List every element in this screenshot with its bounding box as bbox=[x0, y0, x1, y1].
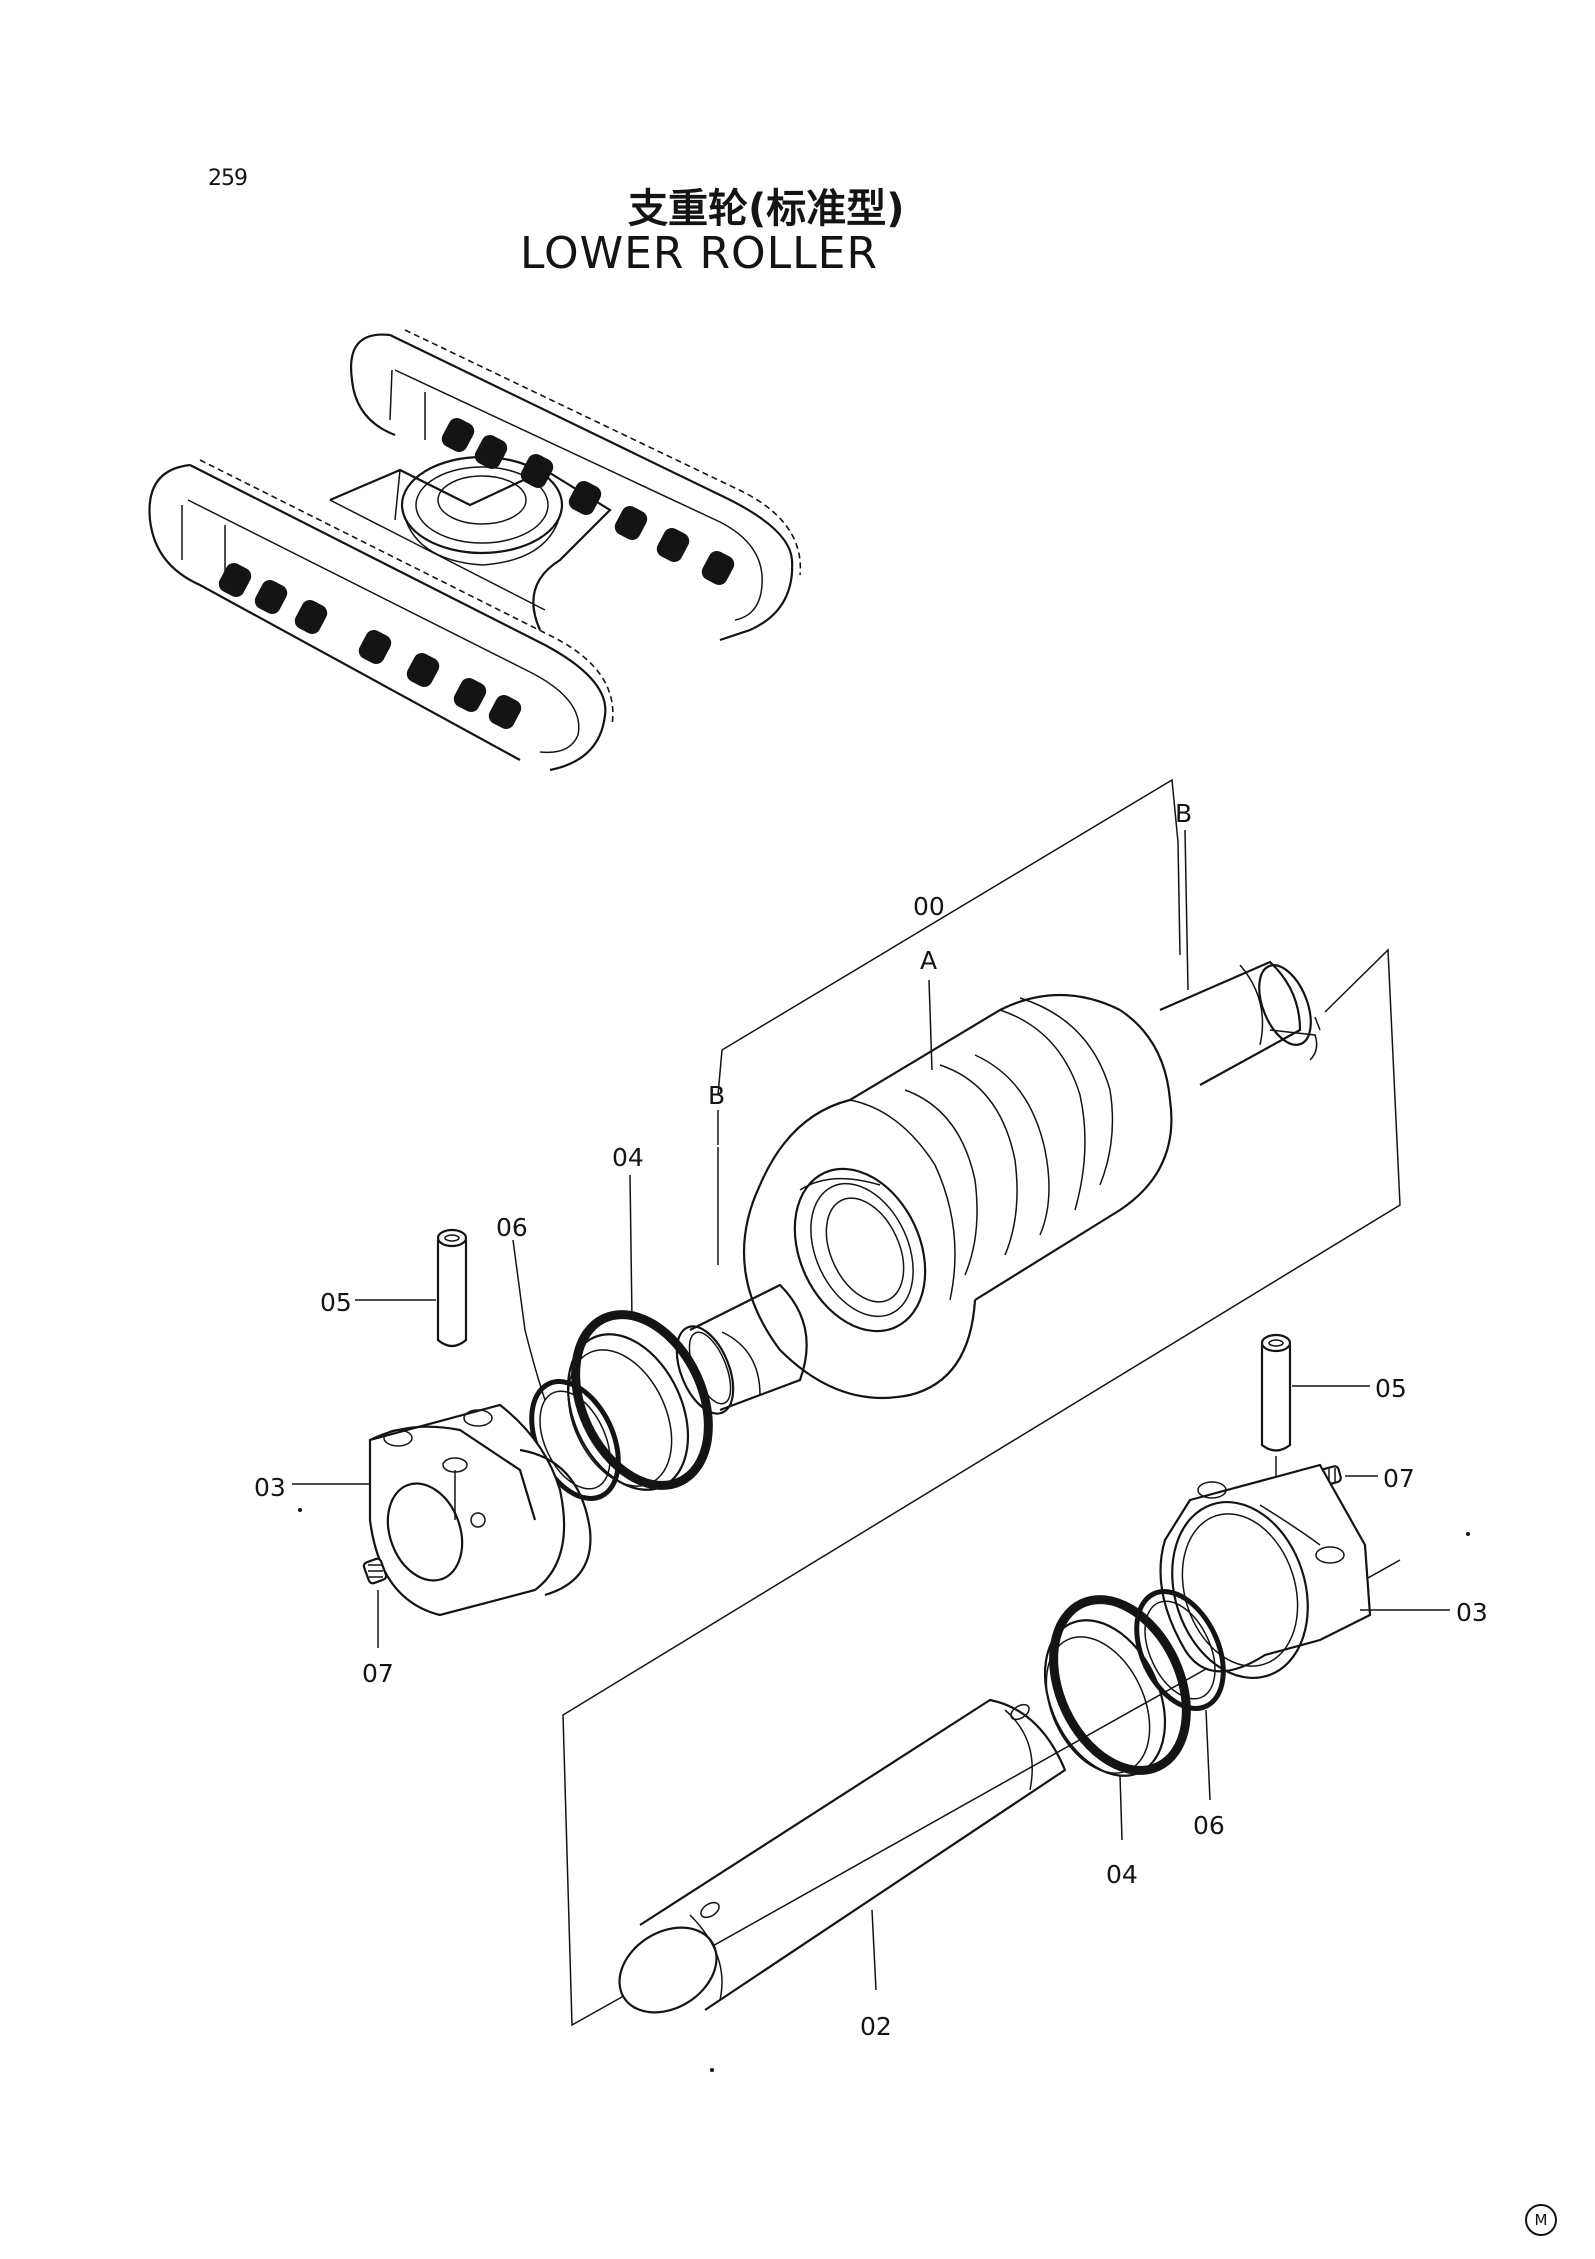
lower-roller-marks-rear bbox=[441, 417, 735, 586]
label-07-right: 07 bbox=[1383, 1464, 1415, 1493]
label-07-left: 07 bbox=[362, 1659, 394, 1688]
roller-shaft bbox=[618, 1698, 1067, 2014]
o-ring-right bbox=[1134, 1589, 1226, 1711]
label-03-right: 03 bbox=[1456, 1598, 1488, 1627]
label-03-left: 03 bbox=[254, 1473, 286, 1502]
part-labels: 00 A B B 04 06 05 03 07 05 07 03 06 04 0… bbox=[254, 799, 1488, 2041]
publisher-logo: M bbox=[1525, 2204, 1557, 2236]
page-number: 259 bbox=[208, 166, 248, 191]
label-b-left: B bbox=[708, 1081, 725, 1110]
floating-seal-right bbox=[1043, 1595, 1191, 1777]
floating-seal-left bbox=[566, 1310, 713, 1491]
undercarriage-overview bbox=[148, 329, 802, 772]
collar-left bbox=[368, 1403, 592, 1617]
title-chinese: 支重轮(标准型) bbox=[628, 186, 905, 232]
lower-roller-marks-front bbox=[218, 562, 522, 730]
label-04-right: 04 bbox=[1106, 1860, 1138, 1889]
label-05-right: 05 bbox=[1375, 1374, 1407, 1403]
label-06-left: 06 bbox=[496, 1213, 528, 1242]
label-02: 02 bbox=[860, 2012, 892, 2041]
label-a: A bbox=[920, 946, 937, 975]
pin-left bbox=[436, 1228, 468, 1348]
label-06-right: 06 bbox=[1193, 1811, 1225, 1840]
label-05-left: 05 bbox=[320, 1288, 352, 1317]
label-04-left: 04 bbox=[612, 1143, 644, 1172]
plug-left bbox=[362, 1557, 388, 1585]
label-00: 00 bbox=[913, 892, 945, 921]
label-b-right: B bbox=[1175, 799, 1192, 828]
leader-lines bbox=[292, 829, 1450, 1991]
collar-right bbox=[1159, 1463, 1372, 1680]
roller-body bbox=[675, 960, 1318, 1415]
title-english: LOWER ROLLER bbox=[520, 228, 879, 279]
